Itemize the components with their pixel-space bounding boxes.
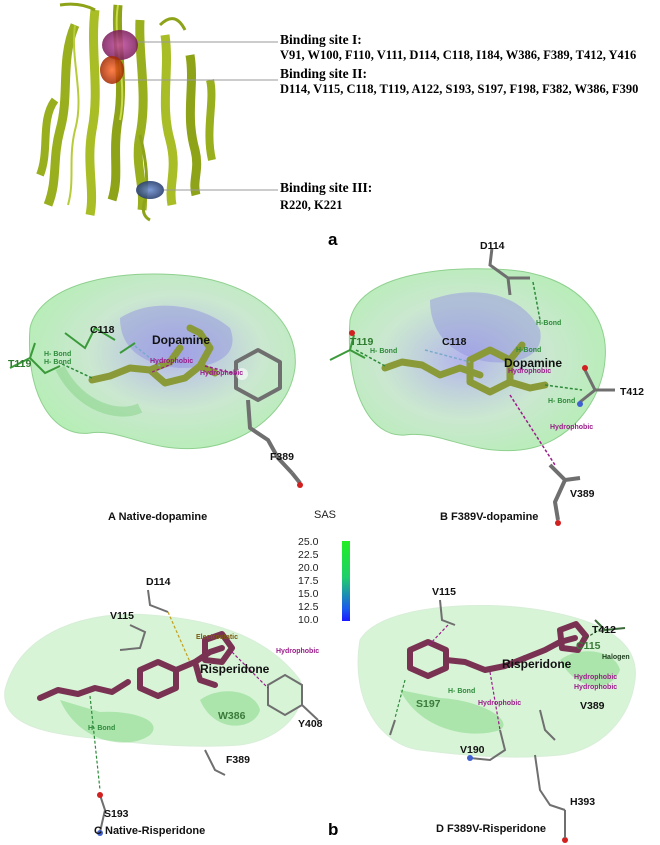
binding-site-2-residues: D114, V115, C118, T119, A122, S193, S197…: [280, 82, 639, 96]
native-risperidone-render: [4, 589, 319, 836]
interaction-label-hydrophobic-1: Hydrophobic: [574, 674, 618, 681]
residue-label-t412: T412: [592, 624, 616, 636]
sas-tick-20: 20.0: [298, 562, 319, 574]
residue-label-v190: V190: [460, 744, 485, 756]
panel-label-a: a: [328, 230, 338, 249]
interaction-label-hydrophobic-3: Hydrophobic: [478, 700, 522, 707]
interaction-label-hbond-top: H-Bond: [536, 320, 562, 327]
ligand-label-dopamine: Dopamine: [152, 333, 211, 347]
protein-structure-panel: Binding site I: V91, W100, F110, V111, D…: [0, 0, 660, 230]
binding-site-3-mesh: [136, 181, 164, 199]
interaction-label-halogen: Halogen: [602, 654, 630, 661]
interaction-label-electrostatic: Electrostatic: [196, 634, 239, 641]
sas-legend: SAS 25.0 22.5 20.0 17.5 15.0 12.5 10.0: [298, 509, 362, 629]
ligand-label-dopamine: Dopamine: [504, 356, 563, 370]
binding-site-2-title: Binding site II:: [280, 66, 368, 81]
sas-tick-15: 15.0: [298, 588, 319, 600]
risperidone-ligand: [407, 621, 589, 679]
residue-label-v115: V115: [110, 610, 134, 622]
f389v-risperidone-render: [357, 599, 636, 843]
binding-site-2-mesh: [100, 56, 124, 84]
panel-caption-f389v-dopamine: B F389V-dopamine: [440, 511, 539, 523]
interaction-label-hydrophobic: Hydrophobic: [276, 648, 320, 655]
panel-caption-f389v-risperidone: D F389V-Risperidone: [436, 823, 547, 835]
residue-label-v389: V389: [580, 700, 605, 712]
binding-site-1-title: Binding site I:: [280, 32, 362, 47]
binding-site-3-residues: R220, K221: [280, 198, 343, 212]
interaction-label-hbond-center: H-Bond: [516, 347, 542, 354]
sas-tick-10: 10.0: [298, 614, 319, 626]
residue-label-t119: T119: [8, 358, 32, 370]
panel-caption-native-dopamine: A Native-dopamine: [108, 511, 208, 523]
sas-tick-17-5: 17.5: [298, 575, 319, 587]
residue-label-d114: D114: [480, 240, 505, 252]
sas-legend-title: SAS: [314, 509, 337, 521]
interaction-label-hbond-left: H- Bond: [370, 348, 398, 355]
residue-label-v115: V115: [432, 586, 456, 598]
dopamine-ligand: [381, 341, 549, 396]
f389-residue: [234, 348, 302, 485]
risperidone-ligand: [37, 631, 235, 701]
interaction-label-hbond-1: H- Bond: [44, 351, 72, 358]
sas-tick-22-5: 22.5: [298, 549, 319, 561]
binding-site-1-mesh: [102, 30, 138, 60]
interaction-label-hbond-2: H- Bond: [44, 359, 72, 366]
panel-native-dopamine: T119 H- Bond H- Bond C118 Dopamine Hydro…: [0, 258, 330, 528]
binding-site-3-title: Binding site III:: [280, 180, 373, 195]
binding-site-1-residues: V91, W100, F110, V111, D114, C118, I184,…: [280, 48, 637, 62]
ligand-label-risperidone: Risperidone: [200, 662, 270, 676]
residue-label-w386: W386: [218, 710, 246, 722]
residue-label-t412: T412: [620, 386, 644, 398]
residue-label-f389: F389: [270, 451, 294, 463]
panel-f389v-dopamine: D114 H-Bond T119 H- Bond C118 H-Bond Dop…: [329, 240, 660, 528]
residue-label-c118: C118: [90, 324, 115, 336]
interaction-label-hbond: H- Bond: [88, 725, 116, 732]
residue-label-y408: Y408: [298, 718, 323, 730]
protein-cartoon: [36, 2, 278, 222]
panel-label-b: b: [328, 820, 339, 839]
sas-tick-12-5: 12.5: [298, 601, 319, 613]
interaction-label-hydrophobic-top: Hydrophobic: [508, 368, 552, 375]
residue-label-f389: F389: [226, 754, 250, 766]
interaction-label-hydrophobic-2: Hydrophobic: [574, 684, 618, 691]
f389v-dopamine-render: [329, 247, 615, 526]
y408-residue: [267, 673, 319, 721]
panel-native-risperidone: D114 V115 Electrostatic Risperidone Hydr…: [0, 570, 330, 840]
interaction-label-hydrophobic-2: Hydrophobic: [200, 370, 244, 377]
ligand-label-risperidone: Risperidone: [502, 657, 572, 671]
dopamine-ligand: [88, 324, 219, 387]
native-dopamine-render: [9, 273, 303, 488]
residue-label-v389: V389: [570, 488, 595, 500]
interaction-label-hydrophobic-bottom: Hydrophobic: [550, 424, 594, 431]
interaction-label-hydrophobic-1: Hydrophobic: [150, 358, 194, 365]
residue-label-c115: C115: [576, 640, 601, 652]
residue-label-s193: S193: [104, 808, 129, 820]
residue-label-c118: C118: [442, 336, 467, 348]
interaction-label-hbond-right: H- Bond: [548, 398, 576, 405]
sas-colorbar: [342, 541, 350, 621]
residue-label-h393: H393: [570, 796, 596, 808]
residue-label-t119: T119: [350, 336, 374, 348]
residue-label-s197: S197: [416, 698, 441, 710]
sas-tick-25: 25.0: [298, 536, 319, 548]
interaction-label-hbond: H- Bond: [448, 688, 476, 695]
panel-f389v-risperidone: V115 T412 C115 Halogen Risperidone Hydro…: [340, 580, 660, 845]
residue-label-d114: D114: [146, 576, 171, 588]
panel-caption-native-risperidone: C Native-Risperidone: [94, 825, 206, 837]
